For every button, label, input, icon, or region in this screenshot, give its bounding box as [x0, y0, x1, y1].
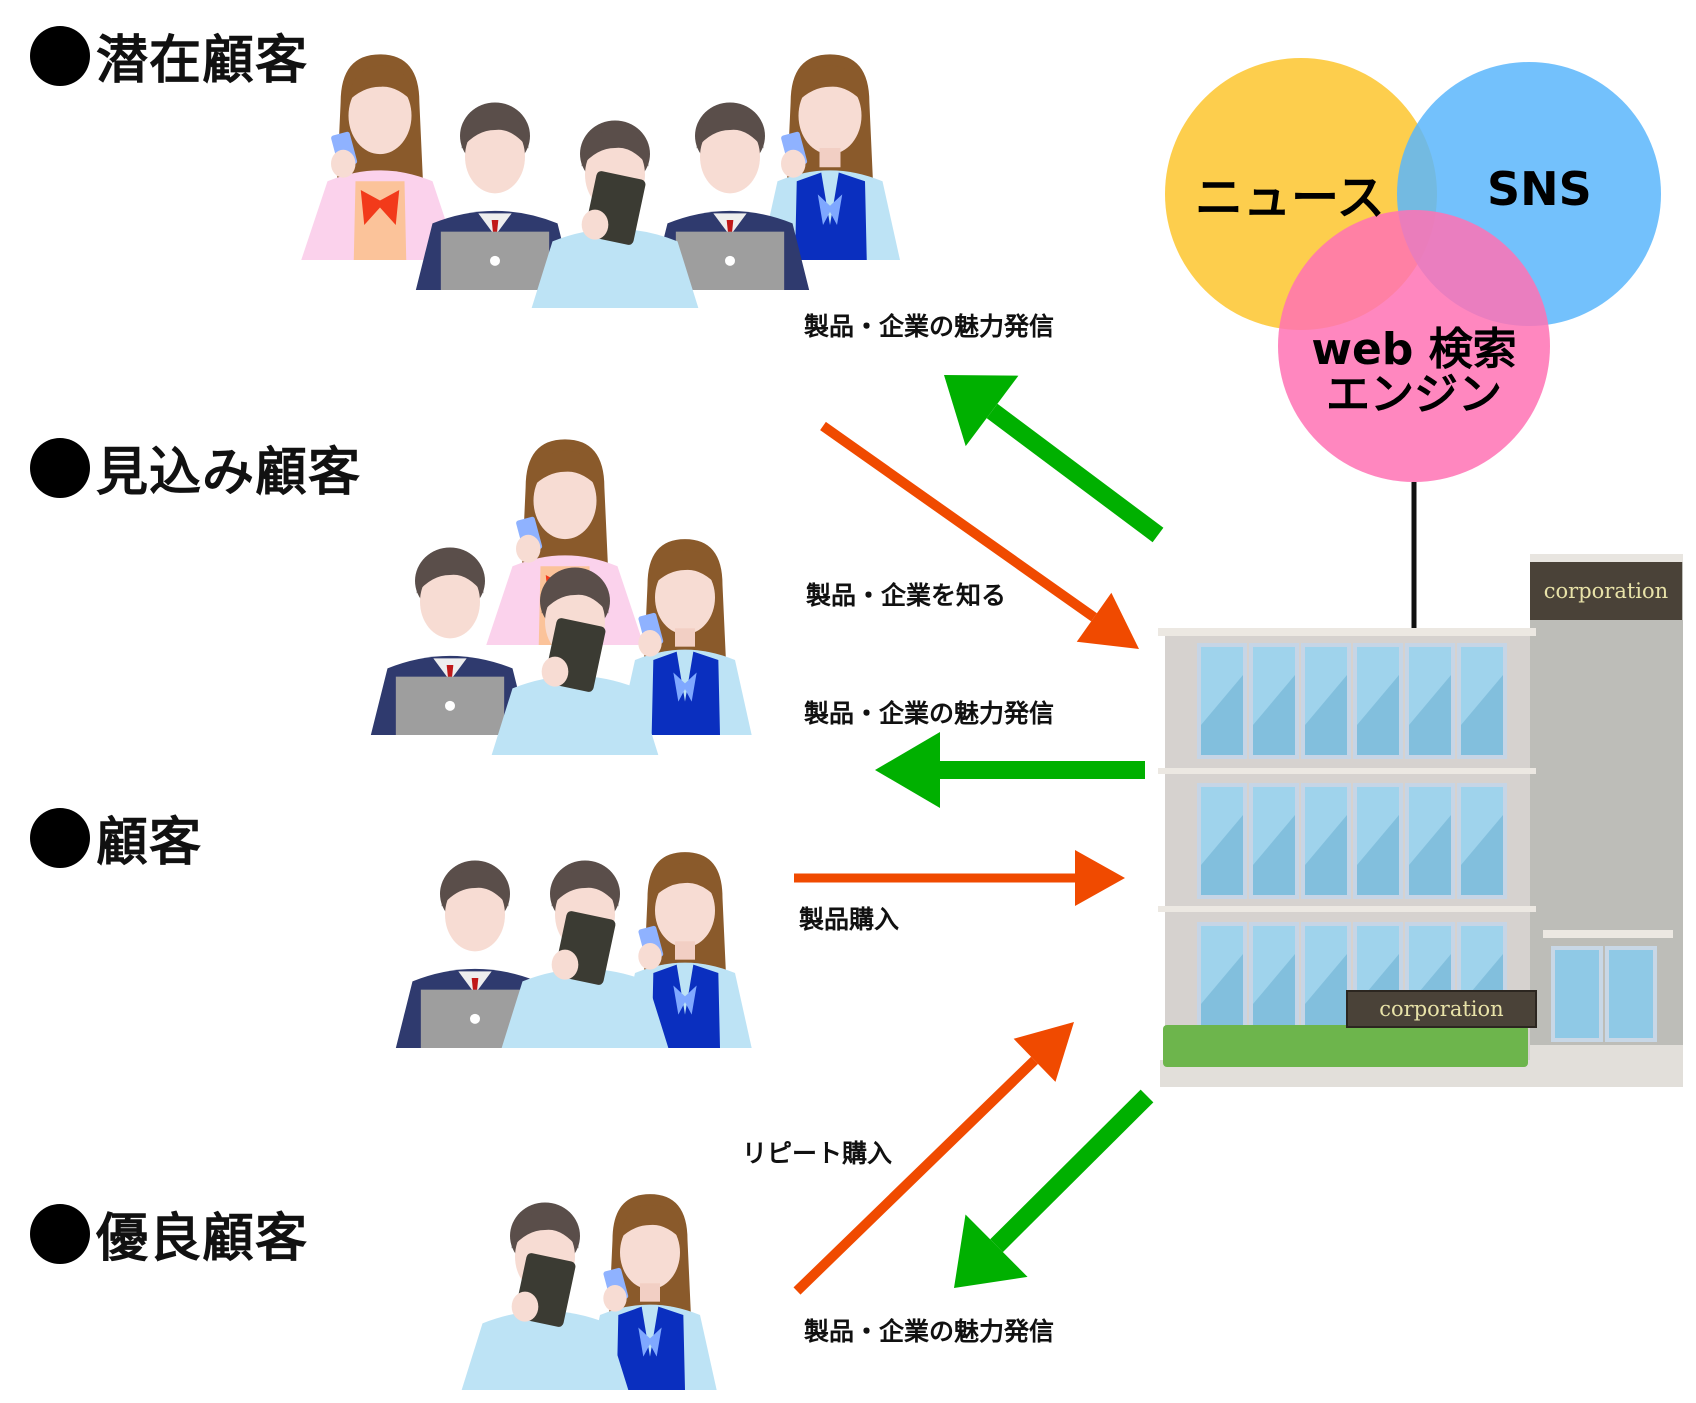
window-shade: [1201, 954, 1243, 1034]
flow-label: 製品・企業を知る: [806, 581, 1007, 610]
flow-arrow-head: [875, 732, 940, 808]
channels-venn: [1165, 58, 1661, 482]
building-sign-top: corporation: [1530, 562, 1682, 620]
window-shade: [1201, 815, 1243, 895]
flow-arrow-shaft: [793, 1056, 1039, 1295]
flow-label: 製品購入: [799, 905, 900, 934]
window-shade: [1461, 815, 1503, 895]
sns-label: SNS: [1487, 162, 1592, 216]
bullet-icon: [30, 437, 90, 498]
flow-label: 製品・企業の魅力発信: [804, 699, 1055, 728]
search-circle: [1278, 210, 1550, 482]
segment-title-text: 潜在顧客: [96, 31, 309, 91]
flow-arrows: [793, 375, 1164, 1295]
search-label-line1: web 検索: [1311, 324, 1517, 375]
segment-title-potential: 潜在顧客: [30, 18, 308, 93]
search-label-line2: エンジン: [1326, 369, 1502, 420]
customers-illustration: [395, 852, 752, 1048]
news-label: ニュース: [1195, 170, 1385, 226]
window-shade: [1253, 954, 1295, 1034]
window-shade: [1305, 675, 1347, 755]
window-shade: [1305, 954, 1347, 1034]
segment-title-text: 顧客: [96, 813, 203, 873]
window-shade: [1253, 675, 1295, 755]
window-shade: [1201, 675, 1243, 755]
flow-arrow-head: [954, 1214, 1028, 1288]
window-shade: [1409, 675, 1451, 755]
window-shade: [1461, 675, 1503, 755]
flow-arrow-shaft: [820, 421, 1097, 622]
loyal-customers-illustration: [461, 1194, 717, 1390]
potential-customers-illustration: [301, 54, 900, 308]
flow-arrow-head: [1075, 850, 1125, 906]
window-shade: [1357, 815, 1399, 895]
window-shade: [1357, 675, 1399, 755]
flow-label: リピート購入: [742, 1139, 893, 1168]
prospect-customers-illustration: [370, 439, 752, 755]
window-shade: [1253, 815, 1295, 895]
segment-title-loyal: 優良顧客: [30, 1196, 308, 1271]
flow-arrow-head: [1013, 1022, 1074, 1082]
building-sign-front: corporation: [1346, 990, 1537, 1028]
window-shade: [1305, 815, 1347, 895]
bullet-icon: [30, 807, 90, 868]
segment-title-text: 見込み顧客: [96, 443, 362, 503]
flow-label: 製品・企業の魅力発信: [804, 312, 1055, 341]
flow-arrow-head: [944, 375, 1019, 447]
flow-arrow-head: [1076, 592, 1139, 649]
bullet-icon: [30, 1203, 90, 1264]
segment-title-text: 優良顧客: [96, 1209, 309, 1269]
bullet-icon: [30, 25, 90, 86]
segment-title-customer: 顧客: [30, 800, 202, 875]
flow-arrow-shaft: [986, 403, 1164, 543]
flow-arrow-shaft: [990, 1089, 1154, 1253]
window-shade: [1409, 815, 1451, 895]
flow-label: 製品・企業の魅力発信: [804, 1317, 1055, 1346]
segment-title-prospect: 見込み顧客: [30, 430, 361, 505]
